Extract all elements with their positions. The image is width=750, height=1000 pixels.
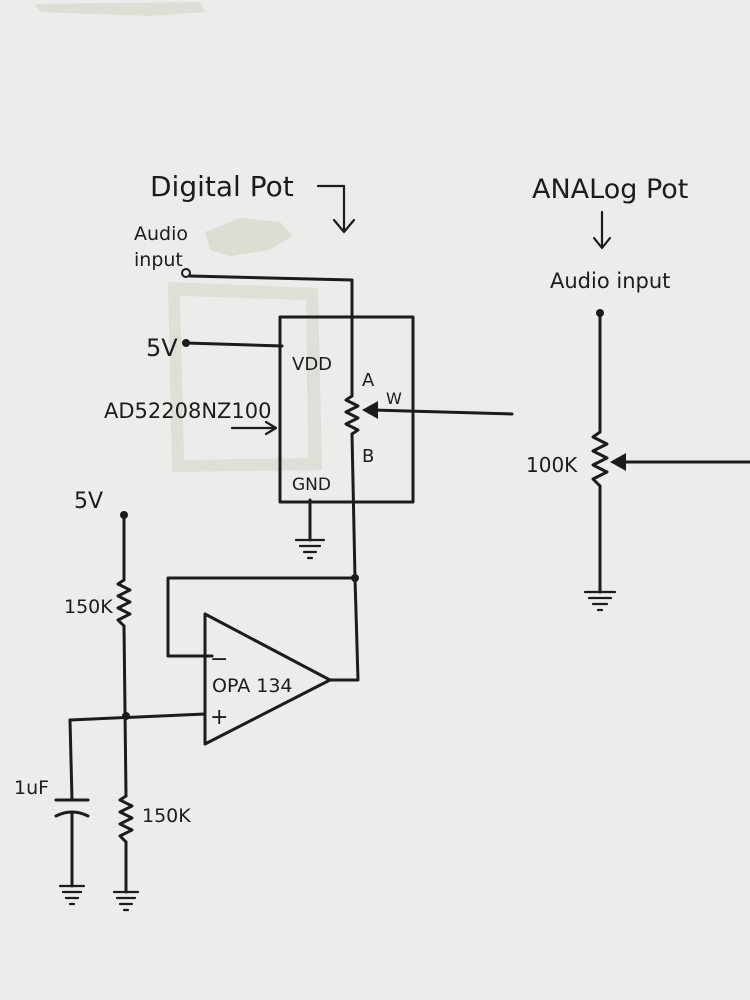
bias-mid-wire: [122, 624, 128, 798]
digital-pot-wiper-head: [362, 401, 378, 419]
pin-b-wire: [166, 432, 357, 658]
glue-residue-frame: [168, 282, 322, 472]
bias-bottom-resistor: [118, 794, 134, 844]
digital-pot-resistor: [344, 394, 360, 436]
audio-input-label-line1: Audio: [134, 223, 188, 245]
bias-gnd-symbol: [112, 890, 140, 912]
opamp-output-wire: [328, 576, 360, 682]
capacitor-plate-bottom: [54, 810, 90, 818]
analog-pot-resistor: [591, 430, 609, 488]
plus-input-wire: [68, 712, 207, 722]
digital-pot-wiper: [370, 408, 514, 416]
bias-bottom-resistor-label: 150K: [142, 805, 191, 827]
digital-pot-title: Digital Pot: [150, 170, 294, 203]
opamp-minus-label: −: [210, 647, 228, 672]
opamp-plus-label: +: [210, 705, 228, 730]
opamp-part-label: OPA 134: [212, 675, 293, 697]
vdd-supply-wire: [184, 341, 284, 348]
cap-top-wire: [68, 718, 74, 802]
capacitor-label: 1uF: [14, 777, 49, 799]
bias-top-resistor: [116, 578, 132, 628]
vdd-supply-label: 5V: [146, 334, 178, 362]
cap-gnd-symbol: [58, 884, 86, 906]
feedback-junction: [351, 574, 359, 582]
glue-residue-top: [35, 2, 205, 16]
glue-residue-blob: [205, 218, 292, 256]
analog-pot-resistor-label: 100K: [526, 453, 578, 477]
analog-audio-input-label: Audio input: [550, 269, 670, 293]
bias-supply-label: 5V: [74, 489, 103, 514]
chip-gnd-symbol: [294, 538, 326, 560]
vdd-pin-label: VDD: [292, 354, 332, 375]
digital-pot-chip-box: [278, 315, 415, 504]
analog-pot-arrow: [592, 210, 612, 250]
pin-a-label: A: [362, 370, 375, 391]
opamp-triangle: [203, 612, 332, 746]
audio-input-terminal: [181, 268, 191, 278]
pin-b-label: B: [362, 446, 374, 467]
audio-input-wire: [188, 274, 354, 398]
analog-pot-wiper-head: [610, 453, 626, 471]
digital-pot-arrow: [316, 184, 356, 234]
analog-gnd-symbol: [583, 590, 617, 612]
analog-pot-title: ANALog Pot: [532, 174, 688, 205]
audio-input-label-line2: input: [134, 249, 183, 271]
bias-top-resistor-label: 150K: [64, 596, 113, 618]
chip-part-label: AD52208NZ100: [104, 399, 272, 423]
chip-part-arrow: [230, 420, 278, 436]
gnd-pin-label: GND: [292, 475, 331, 495]
pin-w-label: W: [386, 389, 402, 408]
